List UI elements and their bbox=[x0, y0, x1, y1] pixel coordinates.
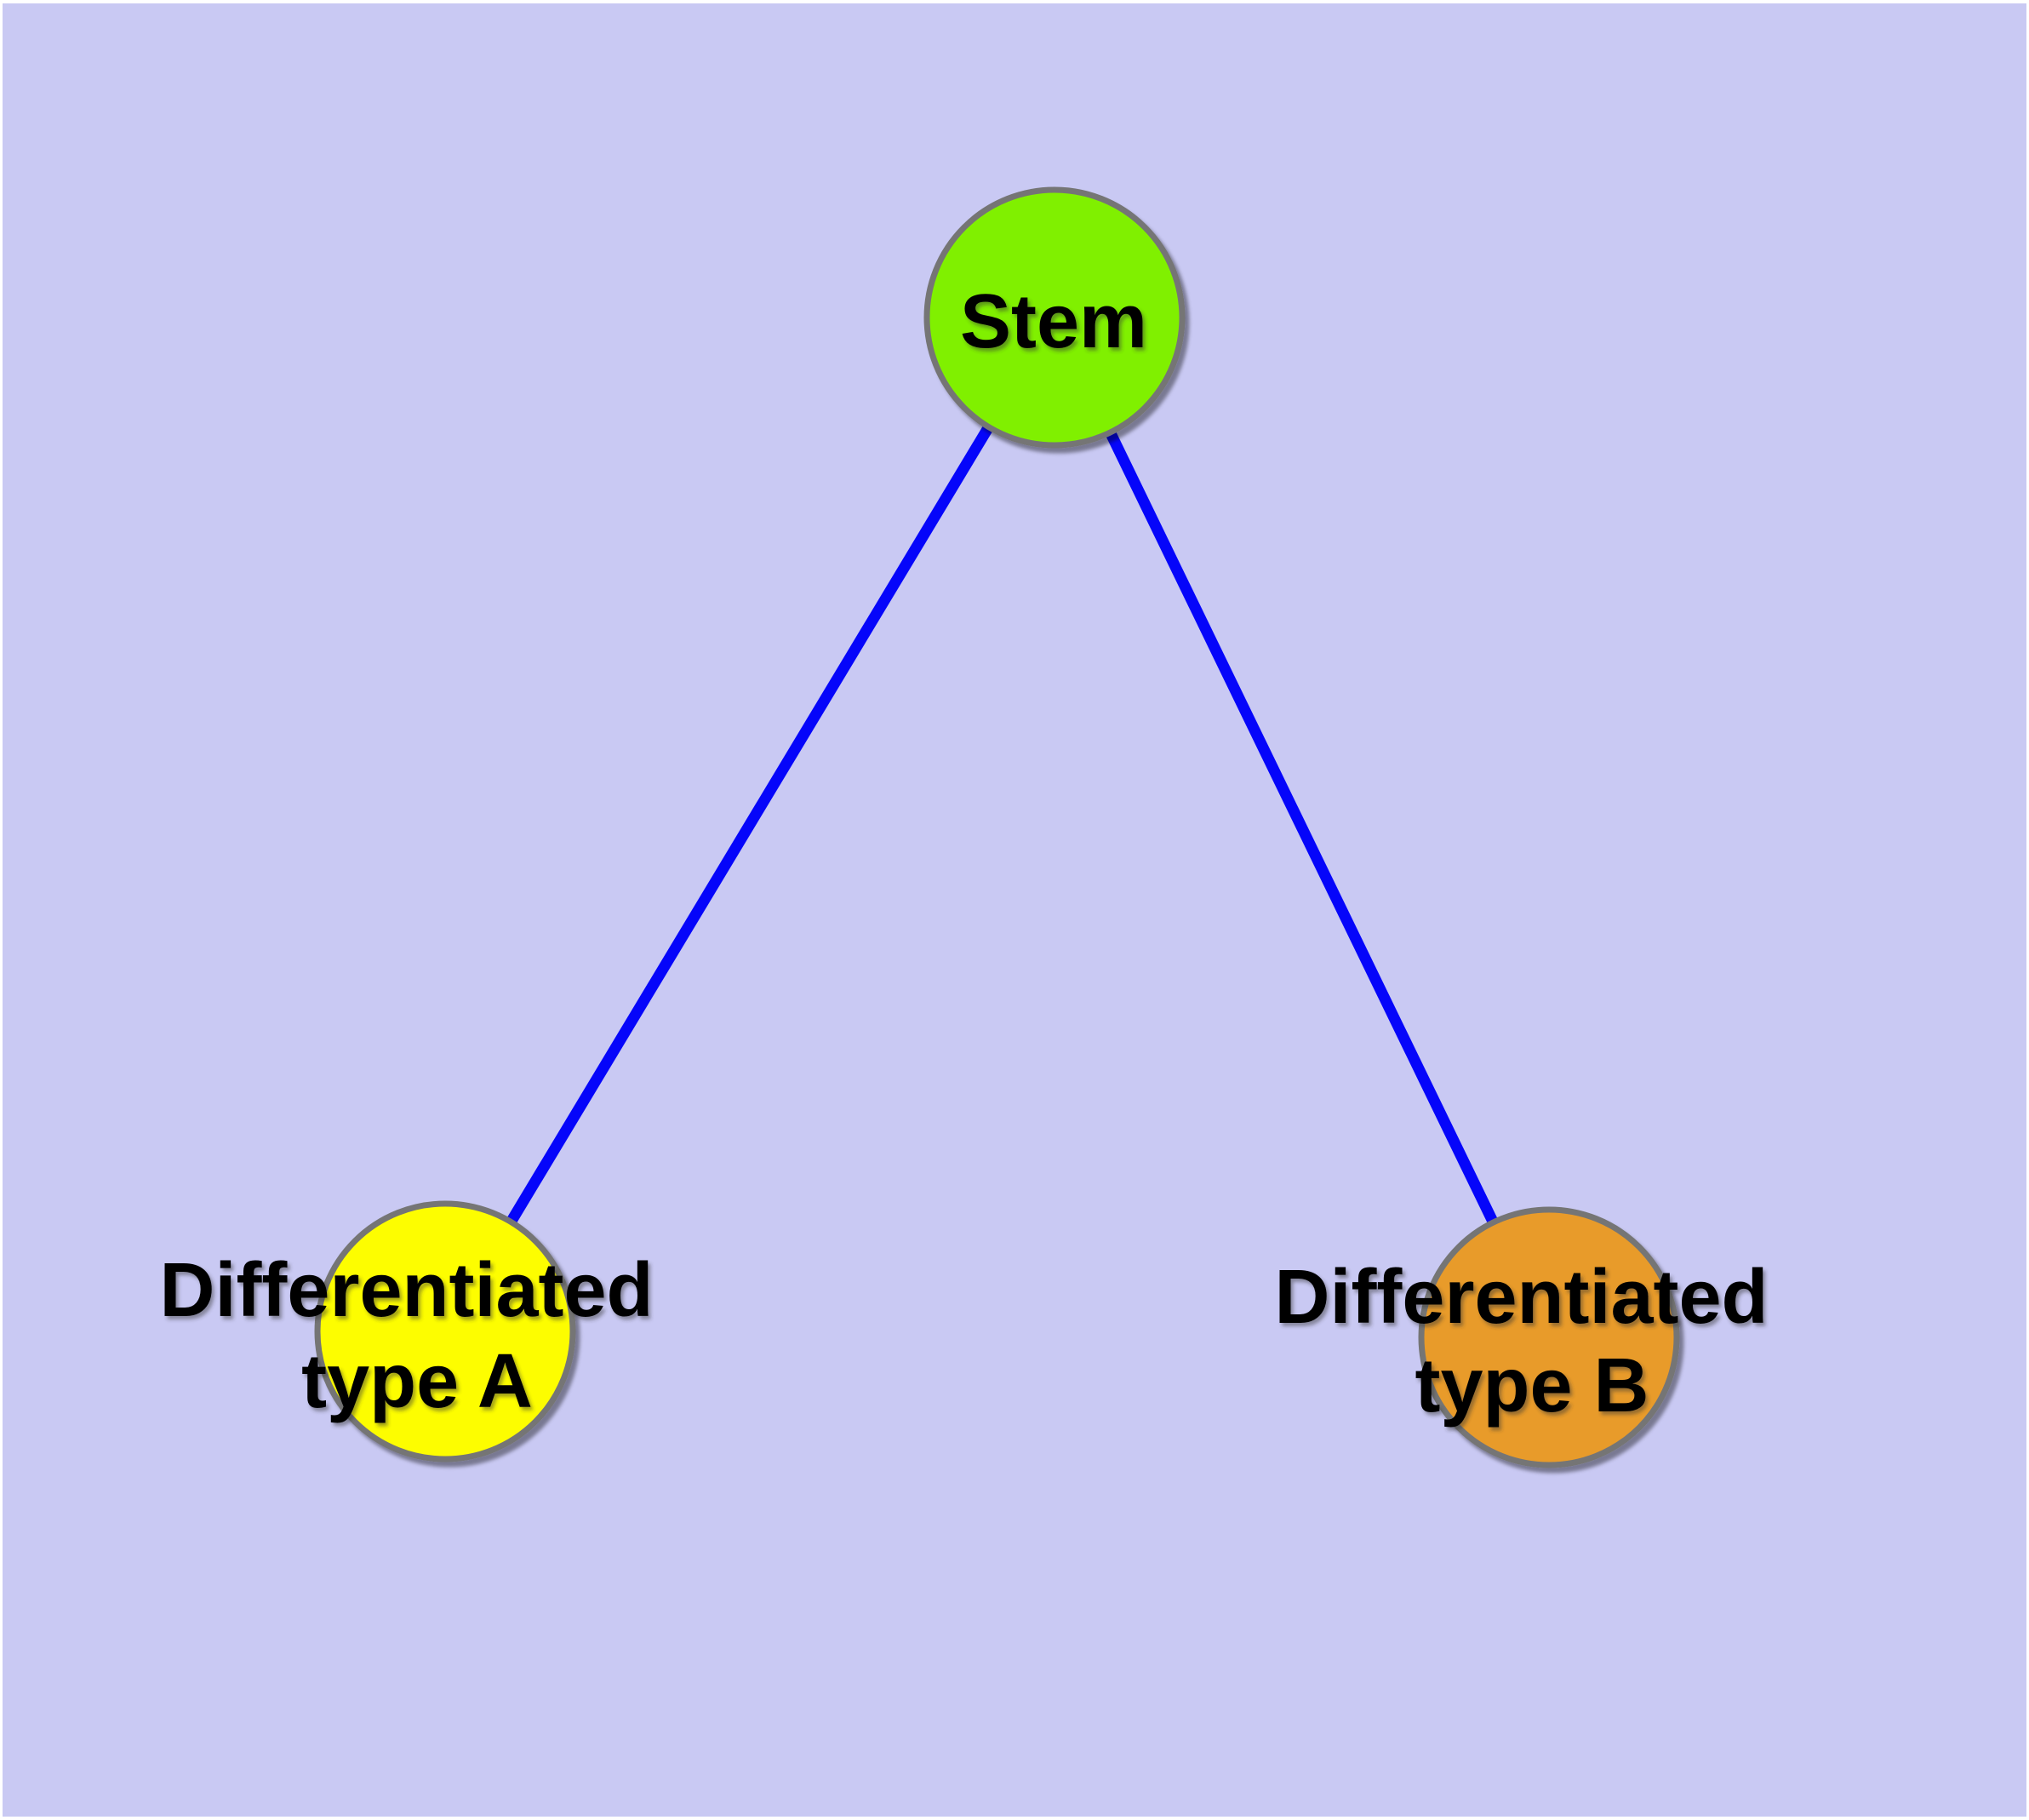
node-type-b-label-line1: Differentiated bbox=[1274, 1255, 1768, 1340]
node-type-b-label: Differentiated type B bbox=[1274, 1255, 1789, 1428]
edge-stem-to-type-b bbox=[1049, 315, 1554, 1340]
node-type-a-label-line1: Differentiated bbox=[159, 1248, 653, 1333]
node-differentiated-type-a[interactable] bbox=[314, 1200, 576, 1462]
node-type-a-label-line2: type A bbox=[301, 1339, 533, 1424]
edge-stem-to-type-a bbox=[440, 314, 1060, 1335]
node-differentiated-type-b[interactable] bbox=[1418, 1206, 1680, 1468]
node-stem[interactable] bbox=[923, 186, 1186, 449]
node-type-b-label-line2: type B bbox=[1415, 1343, 1649, 1428]
node-type-a-label: Differentiated type A bbox=[159, 1248, 674, 1424]
node-stem-label: Stem bbox=[960, 279, 1147, 364]
